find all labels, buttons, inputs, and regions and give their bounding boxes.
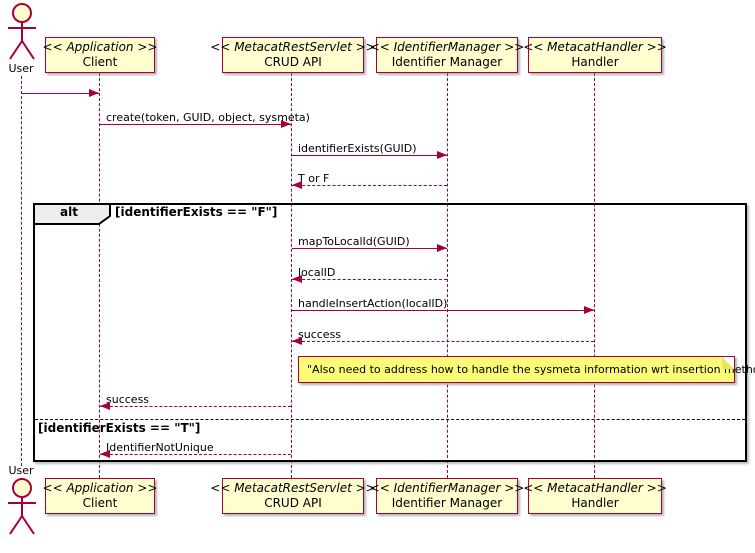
participant-handler-bottom: << MetacatHandler >> Handler — [523, 478, 667, 514]
actor-icon — [8, 478, 36, 535]
participant-stereotype: << Application >> — [42, 481, 158, 495]
participant-stereotype: << MetacatHandler >> — [523, 481, 667, 495]
participant-stereotype: << IdentifierManager >> — [369, 481, 525, 495]
participant-stereotype: << MetacatHandler >> — [523, 40, 667, 54]
message-label: success — [106, 393, 150, 406]
alt-guard-true: [identifierExists == "F"] — [115, 205, 278, 219]
message-arrow-success-handler — [292, 337, 594, 345]
participant-name: Handler — [571, 496, 619, 510]
alt-operator-label: alt — [60, 205, 78, 219]
participant-name: Handler — [571, 55, 619, 69]
actor-icon — [8, 3, 36, 60]
alt-operator-pentagon: alt — [33, 203, 113, 225]
arrowhead-icon — [292, 181, 302, 189]
participant-client-bottom: << Application >> Client — [42, 478, 158, 514]
participant-stereotype: << Application >> — [42, 40, 158, 54]
message-arrow-create — [100, 120, 291, 128]
arrowhead-icon — [437, 244, 447, 252]
message-label: T or F — [298, 172, 330, 185]
arrowhead-icon — [89, 89, 99, 97]
lifeline-client — [99, 73, 100, 478]
message-arrow-identifier-exists — [292, 151, 447, 159]
participant-identifier-manager-top: << IdentifierManager >> Identifier Manag… — [370, 37, 524, 73]
arrowhead-icon — [100, 402, 110, 410]
arrowhead-icon — [100, 450, 110, 458]
message-label: mapToLocalId(GUID) — [298, 235, 410, 248]
lifeline-crud-api — [291, 73, 292, 478]
message-arrow-success-client — [100, 402, 291, 410]
lifeline-identifier-manager — [447, 73, 448, 478]
message-arrow-handle-insert-action — [292, 306, 594, 314]
participant-name: Identifier Manager — [391, 55, 503, 69]
message-label: handleInsertAction(localID) — [298, 297, 448, 310]
alt-guard-false: [identifierExists == "T"] — [38, 421, 201, 435]
arrowhead-icon — [292, 337, 302, 345]
lifeline-user — [21, 76, 22, 466]
message-label: success — [298, 328, 342, 341]
participant-stereotype: << MetacatRestServlet >> — [210, 481, 376, 495]
note-fold-icon — [722, 357, 734, 369]
message-label: IdentifierNotUnique — [106, 441, 214, 454]
participant-stereotype: << MetacatRestServlet >> — [210, 40, 376, 54]
message-arrow-identifier-not-unique — [100, 450, 291, 458]
arrowhead-icon — [281, 120, 291, 128]
participant-client-top: << Application >> Client — [42, 37, 158, 73]
message-arrow-user-client — [22, 89, 99, 97]
message-label: localID — [298, 266, 336, 279]
message-arrow-t-or-f — [292, 181, 447, 189]
alt-fragment-frame: alt — [33, 203, 747, 462]
actor-label-bottom: User — [8, 464, 34, 477]
participant-name: Client — [82, 496, 118, 510]
message-arrow-local-id — [292, 275, 447, 283]
lifeline-handler — [594, 73, 595, 478]
participant-stereotype: << IdentifierManager >> — [369, 40, 525, 54]
actor-label-top: User — [8, 62, 34, 75]
arrowhead-icon — [584, 306, 594, 314]
participant-name: CRUD API — [264, 55, 322, 69]
participant-handler-top: << MetacatHandler >> Handler — [523, 37, 667, 73]
participant-name: Client — [82, 55, 118, 69]
participant-identifier-manager-bottom: << IdentifierManager >> Identifier Manag… — [370, 478, 524, 514]
message-arrow-map-to-local-id — [292, 244, 447, 252]
participant-crud-api-bottom: << MetacatRestServlet >> CRUD API — [210, 478, 376, 514]
message-label: create(token, GUID, object, sysmeta) — [106, 111, 310, 124]
note: "Also need to address how to handle the … — [298, 356, 755, 383]
participant-crud-api-top: << MetacatRestServlet >> CRUD API — [210, 37, 376, 73]
pentagon-shape — [33, 203, 111, 225]
note-text: "Also need to address how to handle the … — [307, 363, 755, 376]
arrowhead-icon — [437, 151, 447, 159]
participant-name: CRUD API — [264, 496, 322, 510]
message-label: identifierExists(GUID) — [298, 142, 417, 155]
participant-name: Identifier Manager — [391, 496, 503, 510]
alt-else-divider — [35, 419, 745, 420]
arrowhead-icon — [292, 275, 302, 283]
